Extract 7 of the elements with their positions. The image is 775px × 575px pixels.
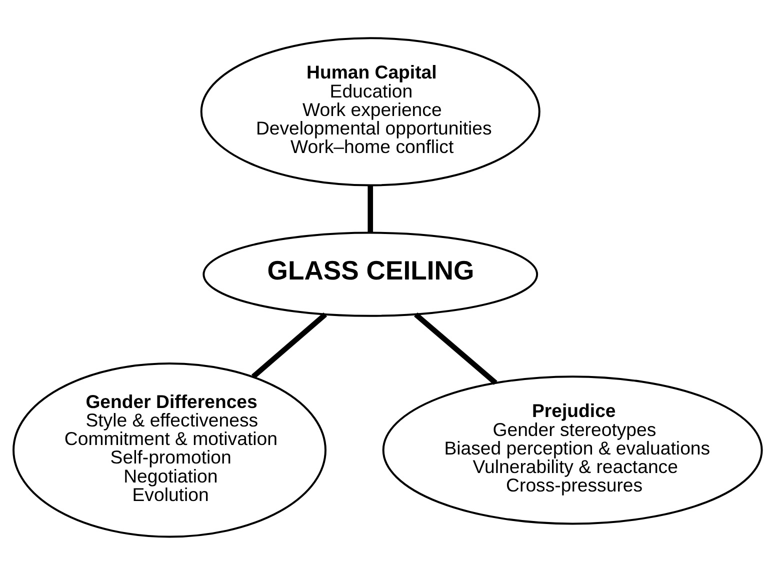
connector (414, 312, 498, 385)
connector (368, 186, 374, 233)
node-ellipse: Human Capital Education Work experience Developmental opportunities Work–home conflict (200, 37, 540, 186)
node-ellipse: Prejudice Gender stereotypes Biased perception & evaluations Vulnerability & reactance Cross-pressures (382, 376, 763, 525)
connector (251, 312, 328, 379)
node-ellipse: GLASS CEILING (202, 232, 538, 317)
node-ellipse: Gender Differences Style & effectiveness Commitment & motivation Self-promotion Negotiation Evolution (12, 362, 326, 538)
